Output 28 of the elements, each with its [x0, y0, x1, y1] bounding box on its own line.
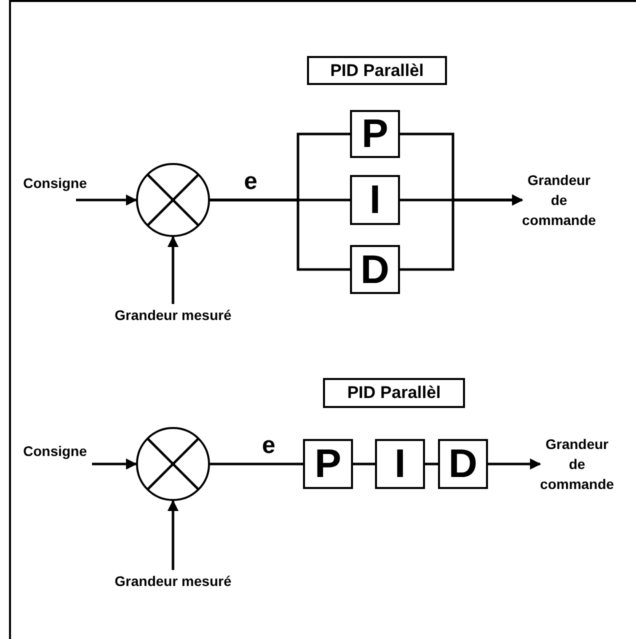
connector-line: [210, 198, 350, 271]
signal-label: Grandeur mesuré: [92, 304, 254, 326]
arrow: [167, 500, 179, 570]
title-box: PID Parallèl: [307, 56, 447, 85]
controller-block: D: [350, 245, 400, 294]
connector-line: [425, 462, 438, 466]
edge-label: e: [262, 434, 276, 458]
arrow: [488, 458, 542, 470]
signal-label: Consigne: [18, 440, 92, 462]
controller-block: I: [375, 439, 425, 489]
controller-block: P: [350, 110, 400, 158]
arrow: [400, 194, 524, 271]
signal-label: Grandeur de commande: [522, 170, 596, 230]
arrow: [92, 458, 138, 470]
controller-block: P: [303, 439, 353, 489]
arrow: [167, 236, 179, 304]
signal-label: Grandeur de commande: [540, 434, 614, 494]
controller-block: I: [350, 175, 400, 225]
arrow: [76, 194, 138, 206]
connector-line: [353, 462, 375, 466]
edge-label: e: [244, 170, 258, 194]
signal-label: Grandeur mesuré: [92, 570, 254, 592]
summing-junction: [136, 163, 210, 237]
controller-block: D: [438, 439, 488, 489]
title-box: PID Parallèl: [323, 378, 465, 408]
connector-line: [210, 462, 303, 466]
summing-junction: [136, 427, 210, 501]
signal-label: Consigne: [18, 172, 92, 194]
